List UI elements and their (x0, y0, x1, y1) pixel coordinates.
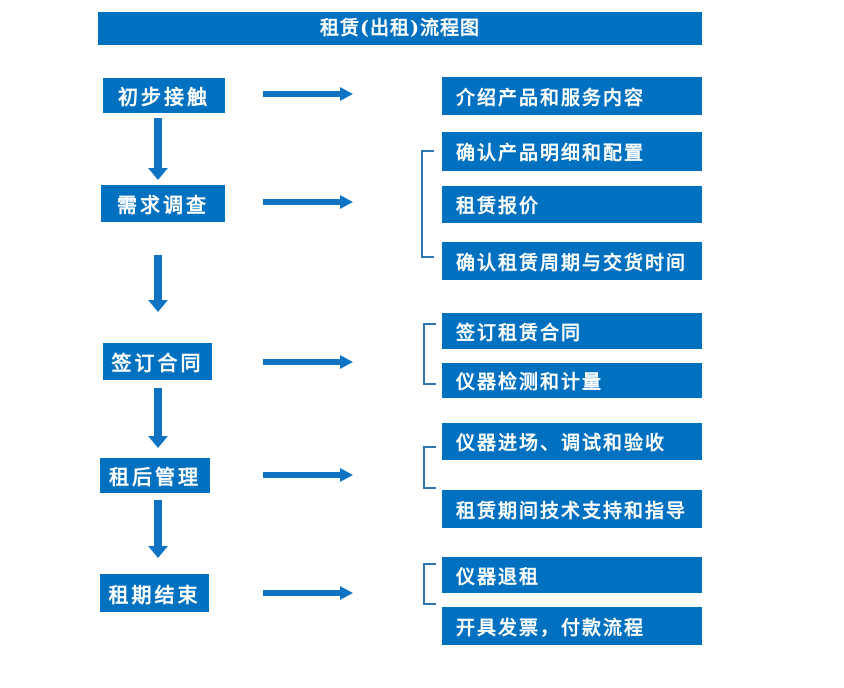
right-arrow-head-icon (340, 87, 353, 101)
detail-box-sign-rental-contract: 签订租赁合同 (442, 313, 702, 349)
right-arrow-head-icon (340, 468, 353, 482)
down-arrow-shaft (154, 255, 162, 301)
step-box-demand-survey: 需求调查 (101, 185, 225, 222)
detail-box-introduce-products: 介绍产品和服务内容 (442, 77, 702, 115)
down-arrow-shaft (154, 500, 162, 547)
group-bracket-demand-survey (421, 150, 434, 258)
detail-box-confirm-product-details: 确认产品明细和配置 (442, 132, 702, 171)
detail-box-rental-quotation: 租赁报价 (442, 186, 702, 223)
detail-box-instrument-setup-acceptance: 仪器进场、调试和验收 (442, 423, 702, 460)
detail-box-instrument-return: 仪器退租 (442, 557, 702, 593)
right-arrow-2 (263, 195, 353, 209)
step-box-lease-end: 租期结束 (100, 574, 209, 612)
step-box-sign-contract: 签订合同 (103, 343, 212, 380)
down-arrow-head-icon (148, 300, 168, 312)
right-arrow-5 (263, 586, 353, 600)
right-arrow-head-icon (340, 355, 353, 369)
down-arrow-shaft (154, 388, 162, 437)
down-arrow-shaft (154, 118, 162, 169)
down-arrow-head-icon (148, 436, 168, 448)
right-arrow-shaft (263, 359, 341, 365)
down-arrow-head-icon (148, 168, 168, 180)
down-arrow-2 (148, 255, 168, 312)
right-arrow-shaft (263, 472, 341, 478)
down-arrow-1 (148, 118, 168, 180)
right-arrow-shaft (263, 91, 341, 97)
right-arrow-4 (263, 468, 353, 482)
group-bracket-sign-contract (423, 323, 436, 385)
group-bracket-lease-end (423, 563, 436, 605)
group-bracket-post-rental (423, 446, 436, 489)
detail-box-instrument-testing: 仪器检测和计量 (442, 363, 702, 398)
right-arrow-head-icon (340, 586, 353, 600)
detail-box-invoice-payment: 开具发票，付款流程 (442, 607, 702, 645)
right-arrow-shaft (263, 199, 341, 205)
detail-box-technical-support: 租赁期间技术支持和指导 (442, 490, 702, 528)
step-box-initial-contact: 初步接触 (103, 78, 225, 113)
flowchart-title: 租赁(出租)流程图 (98, 12, 702, 45)
down-arrow-head-icon (148, 546, 168, 558)
down-arrow-4 (148, 500, 168, 558)
right-arrow-1 (263, 87, 353, 101)
step-box-post-rental-management: 租后管理 (100, 458, 210, 493)
right-arrow-shaft (263, 590, 341, 596)
right-arrow-3 (263, 355, 353, 369)
detail-box-confirm-rental-period: 确认租赁周期与交货时间 (442, 242, 702, 280)
right-arrow-head-icon (340, 195, 353, 209)
down-arrow-3 (148, 388, 168, 448)
